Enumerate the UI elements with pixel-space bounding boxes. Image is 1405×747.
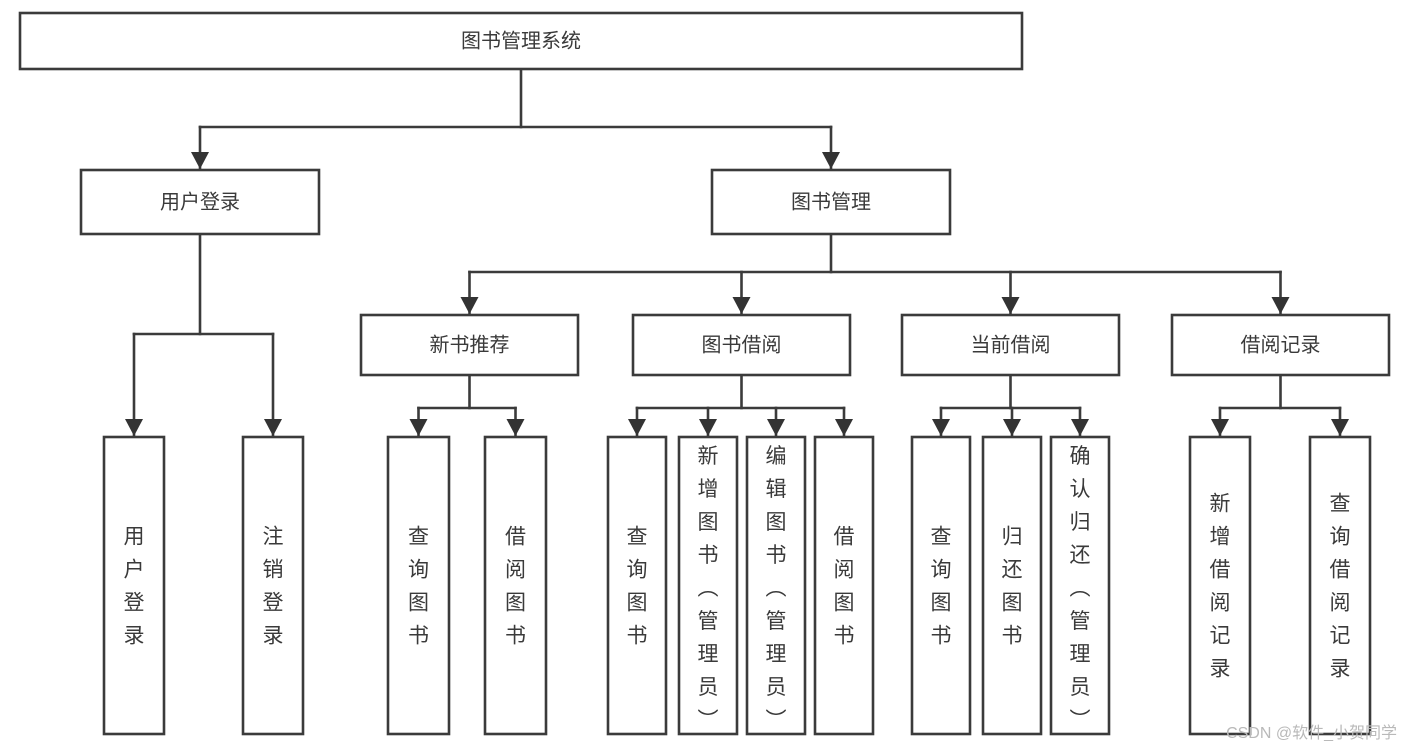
leaf-node[interactable]: 确认归还︵管理员︶	[1049, 435, 1111, 736]
arrow-head-icon	[628, 419, 646, 436]
arrow-head-icon	[932, 419, 950, 436]
leaf-node[interactable]: 用户登录	[102, 435, 166, 736]
arrow-head-icon	[1001, 297, 1020, 314]
leaf-label: 查询图书	[931, 526, 954, 648]
root-label: 图书管理系统	[461, 29, 581, 52]
arrow-head-icon	[506, 419, 525, 436]
leaf-node[interactable]: 借阅图书	[813, 435, 875, 736]
level3-label: 图书借阅	[702, 333, 782, 356]
arrow-head-icon	[1071, 419, 1089, 436]
level3-box[interactable]	[631, 313, 852, 377]
arrow-head-icon	[835, 419, 853, 436]
leaf-label: 借阅图书	[834, 526, 857, 648]
leaf-node[interactable]: 注销登录	[241, 435, 305, 736]
leaf-node[interactable]: 新增借阅记录	[1188, 435, 1252, 736]
level2-node[interactable]: 用户登录	[79, 168, 321, 236]
arrow-head-icon	[409, 419, 428, 436]
leaf-label: 编辑图书︵管理员︶	[766, 445, 789, 732]
leaf-label: 查询图书	[627, 526, 650, 648]
leaf-label: 归还图书	[1002, 526, 1025, 648]
level2-label: 图书管理	[791, 190, 871, 213]
level3-label: 借阅记录	[1241, 333, 1321, 356]
level2-node[interactable]: 图书管理	[710, 168, 952, 236]
leaf-box[interactable]	[1188, 435, 1252, 736]
leaf-label: 新增借阅记录	[1210, 493, 1233, 681]
level3-node[interactable]: 当前借阅	[900, 313, 1121, 377]
watermark-label: CSDN @软件_小贺同学	[1226, 725, 1397, 742]
root-node[interactable]: 图书管理系统	[18, 11, 1024, 71]
leaf-box[interactable]	[241, 435, 305, 736]
leaf-node[interactable]: 新增图书︵管理员︶	[677, 435, 739, 736]
arrow-head-icon	[699, 419, 717, 436]
level3-box[interactable]	[1170, 313, 1391, 377]
arrow-head-icon	[1211, 419, 1229, 436]
arrow-head-icon	[125, 419, 143, 436]
arrow-head-icon	[822, 152, 840, 169]
leaf-node[interactable]: 查询图书	[910, 435, 972, 736]
leaf-node[interactable]: 查询图书	[606, 435, 668, 736]
arrow-head-icon	[191, 152, 209, 169]
leaf-node[interactable]: 查询借阅记录	[1308, 435, 1372, 736]
root-box[interactable]	[18, 11, 1024, 71]
arrow-head-icon	[767, 419, 785, 436]
leaf-node[interactable]: 归还图书	[981, 435, 1043, 736]
level3-box[interactable]	[359, 313, 580, 377]
leaf-label: 新增图书︵管理员︶	[698, 445, 721, 732]
leaf-node[interactable]: 编辑图书︵管理员︶	[745, 435, 807, 736]
arrow-head-icon	[460, 297, 479, 314]
leaf-box[interactable]	[386, 435, 451, 736]
leaf-box[interactable]	[606, 435, 668, 736]
leaf-box[interactable]	[677, 435, 739, 736]
arrow-head-icon	[264, 419, 282, 436]
arrow-head-icon	[1003, 419, 1021, 436]
arrow-head-icon	[732, 297, 751, 314]
level2-box[interactable]	[79, 168, 321, 236]
level2-label: 用户登录	[160, 190, 240, 213]
leaf-label: 查询借阅记录	[1330, 493, 1353, 681]
leaf-box[interactable]	[813, 435, 875, 736]
level3-node[interactable]: 借阅记录	[1170, 313, 1391, 377]
leaf-node[interactable]: 查询图书	[386, 435, 451, 736]
node-layer: 图书管理系统用户登录图书管理新书推荐图书借阅当前借阅借阅记录用户登录注销登录查询…	[18, 11, 1391, 736]
level3-node[interactable]: 图书借阅	[631, 313, 852, 377]
leaf-box[interactable]	[1049, 435, 1111, 736]
edge-layer	[125, 67, 1349, 438]
leaf-label: 用户登录	[124, 526, 147, 648]
arrow-head-icon	[1271, 297, 1290, 314]
level3-label: 当前借阅	[971, 333, 1051, 356]
leaf-box[interactable]	[910, 435, 972, 736]
level3-label: 新书推荐	[430, 333, 510, 356]
level2-box[interactable]	[710, 168, 952, 236]
leaf-label: 借阅图书	[505, 526, 528, 648]
leaf-box[interactable]	[745, 435, 807, 736]
leaf-box[interactable]	[981, 435, 1043, 736]
leaf-box[interactable]	[1308, 435, 1372, 736]
arrow-head-icon	[1331, 419, 1349, 436]
leaf-node[interactable]: 借阅图书	[483, 435, 548, 736]
level3-node[interactable]: 新书推荐	[359, 313, 580, 377]
leaf-label: 查询图书	[408, 526, 431, 648]
leaf-label: 注销登录	[263, 526, 286, 648]
level3-box[interactable]	[900, 313, 1121, 377]
leaf-label: 确认归还︵管理员︶	[1070, 445, 1093, 732]
leaf-box[interactable]	[483, 435, 548, 736]
leaf-box[interactable]	[102, 435, 166, 736]
